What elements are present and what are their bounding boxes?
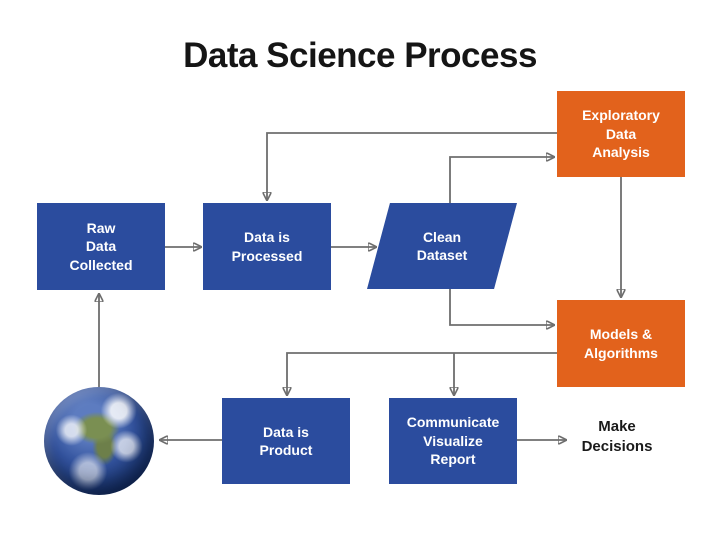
make-decisions-label: Make Decisions [581, 418, 653, 456]
node-label: Data is Product [259, 423, 313, 458]
node-label: Data is Processed [231, 229, 303, 264]
node-models-algorithms: Models & Algorithms [557, 300, 685, 387]
node-label: Communicate Visualize Report [406, 414, 500, 468]
node-data-is-processed: Data is Processed [203, 203, 331, 290]
node-label: Exploratory Data Analysis [582, 107, 660, 161]
arrow-models-to-product [287, 352, 557, 395]
earth-globe-image [44, 387, 154, 495]
node-data-is-product: Data is Product [222, 398, 350, 484]
arrow-clean-to-eda [449, 157, 554, 203]
node-communicate-visualize-report: Communicate Visualize Report [389, 398, 517, 484]
node-clean-dataset: Clean Dataset [367, 203, 517, 289]
node-label: Clean Dataset [416, 228, 468, 263]
page-title: Data Science Process [183, 36, 537, 75]
node-label: Raw Data Collected [69, 219, 133, 273]
arrow-eda-to-processed [267, 132, 557, 200]
node-label: Models & Algorithms [584, 326, 658, 361]
node-exploratory-data-analysis: Exploratory Data Analysis [557, 91, 685, 177]
node-raw-data-collected: Raw Data Collected [37, 203, 165, 290]
arrow-clean-to-models [449, 289, 554, 325]
